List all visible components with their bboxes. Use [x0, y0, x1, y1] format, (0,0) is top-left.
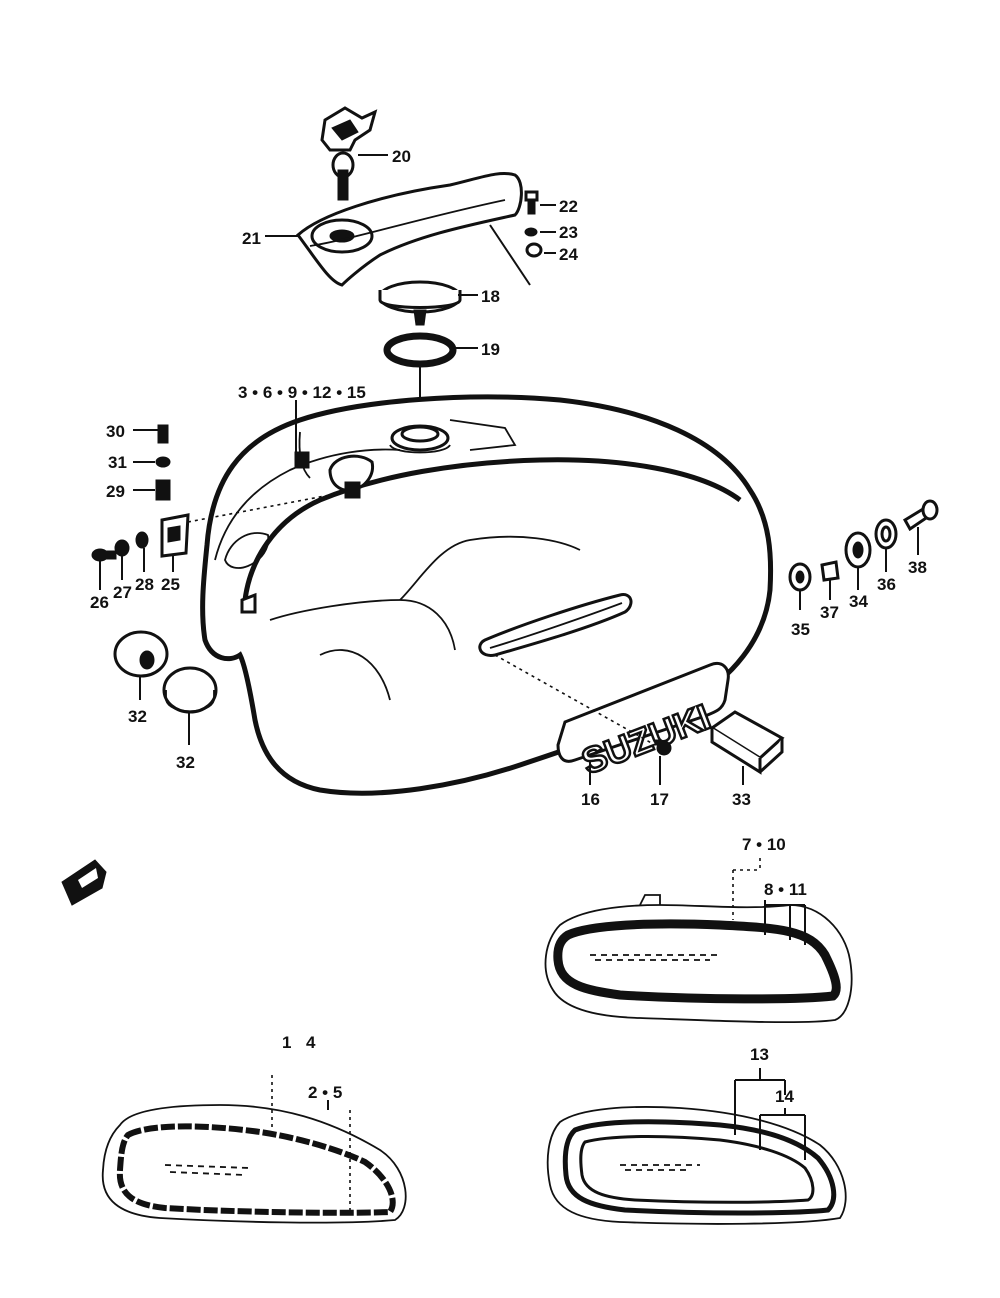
- callout-1: 1: [282, 1033, 291, 1052]
- bolt-30-icon: [157, 424, 169, 444]
- callout-19: 19: [481, 340, 500, 359]
- pad-33-icon: [709, 710, 785, 775]
- callout-34: 34: [849, 592, 868, 611]
- callout-16: 16: [581, 790, 600, 809]
- tank-variant-7-11: [544, 894, 853, 1024]
- bracket-25-icon: [160, 513, 190, 558]
- callout-31: 31: [108, 453, 127, 472]
- washer-35-icon: [788, 562, 812, 592]
- cushion-32b-icon: [162, 666, 218, 714]
- tank-variant-13-14: [546, 1106, 847, 1225]
- callout-7-10: 7 • 10: [742, 835, 786, 854]
- tank-cover-icon: [295, 171, 523, 287]
- leader-bracket: [187, 494, 331, 523]
- washer-27-icon: [114, 539, 130, 557]
- tank-variant-1-5: [101, 1104, 407, 1224]
- callout-22: 22: [559, 197, 578, 216]
- washer-24-icon: [525, 242, 543, 258]
- callout-2-5: 2 • 5: [308, 1083, 342, 1102]
- collar-37-icon: [820, 560, 840, 582]
- callout-37: 37: [820, 603, 839, 622]
- callout-17: 17: [650, 790, 669, 809]
- callout-18: 18: [481, 287, 500, 306]
- callout-13: 13: [750, 1045, 769, 1064]
- filler-cap-icon: [378, 280, 462, 326]
- callout-28: 28: [135, 575, 154, 594]
- leader-cover-bolt: [489, 224, 531, 286]
- callout-32b: 32: [176, 753, 195, 772]
- callout-24: 24: [559, 245, 578, 264]
- callout-32a: 32: [128, 707, 147, 726]
- callout-35: 35: [791, 620, 810, 639]
- callout-27: 27: [113, 583, 132, 602]
- cushion-32a-icon: [113, 630, 169, 678]
- washer-28-icon: [135, 531, 149, 549]
- bolt-22-icon: [524, 190, 539, 215]
- callout-23: 23: [559, 223, 578, 242]
- callout-25: 25: [161, 575, 180, 594]
- callout-38: 38: [908, 558, 927, 577]
- callout-4: 4: [306, 1033, 316, 1052]
- screw-17-icon: [654, 739, 672, 756]
- callout-8-11: 8 • 11: [764, 880, 807, 899]
- callout-36: 36: [877, 575, 896, 594]
- fuel-cap-icon: [320, 106, 378, 201]
- washer-23-icon: [524, 227, 538, 237]
- direction-arrow-icon: [61, 859, 107, 906]
- bolt-26-icon: [91, 548, 117, 562]
- callout-20: 20: [392, 147, 411, 166]
- callout-21: 21: [242, 229, 261, 248]
- callout-3-6-9-12-15: 3 • 6 • 9 • 12 • 15: [238, 383, 366, 402]
- leader-emblem-screw: [494, 654, 656, 746]
- callout-14: 14: [775, 1087, 794, 1106]
- washer-36-icon: [874, 518, 898, 550]
- bolt-38-icon: [902, 499, 939, 532]
- fuel-tank-icon: [200, 394, 774, 796]
- gasket-icon: [383, 332, 457, 368]
- cushion-29-icon: [155, 479, 171, 501]
- cushion-34-icon: [844, 531, 872, 569]
- callout-29: 29: [106, 482, 125, 501]
- callout-30: 30: [106, 422, 125, 441]
- callout-33: 33: [732, 790, 751, 809]
- washer-31-icon: [155, 456, 171, 468]
- callout-26: 26: [90, 593, 109, 612]
